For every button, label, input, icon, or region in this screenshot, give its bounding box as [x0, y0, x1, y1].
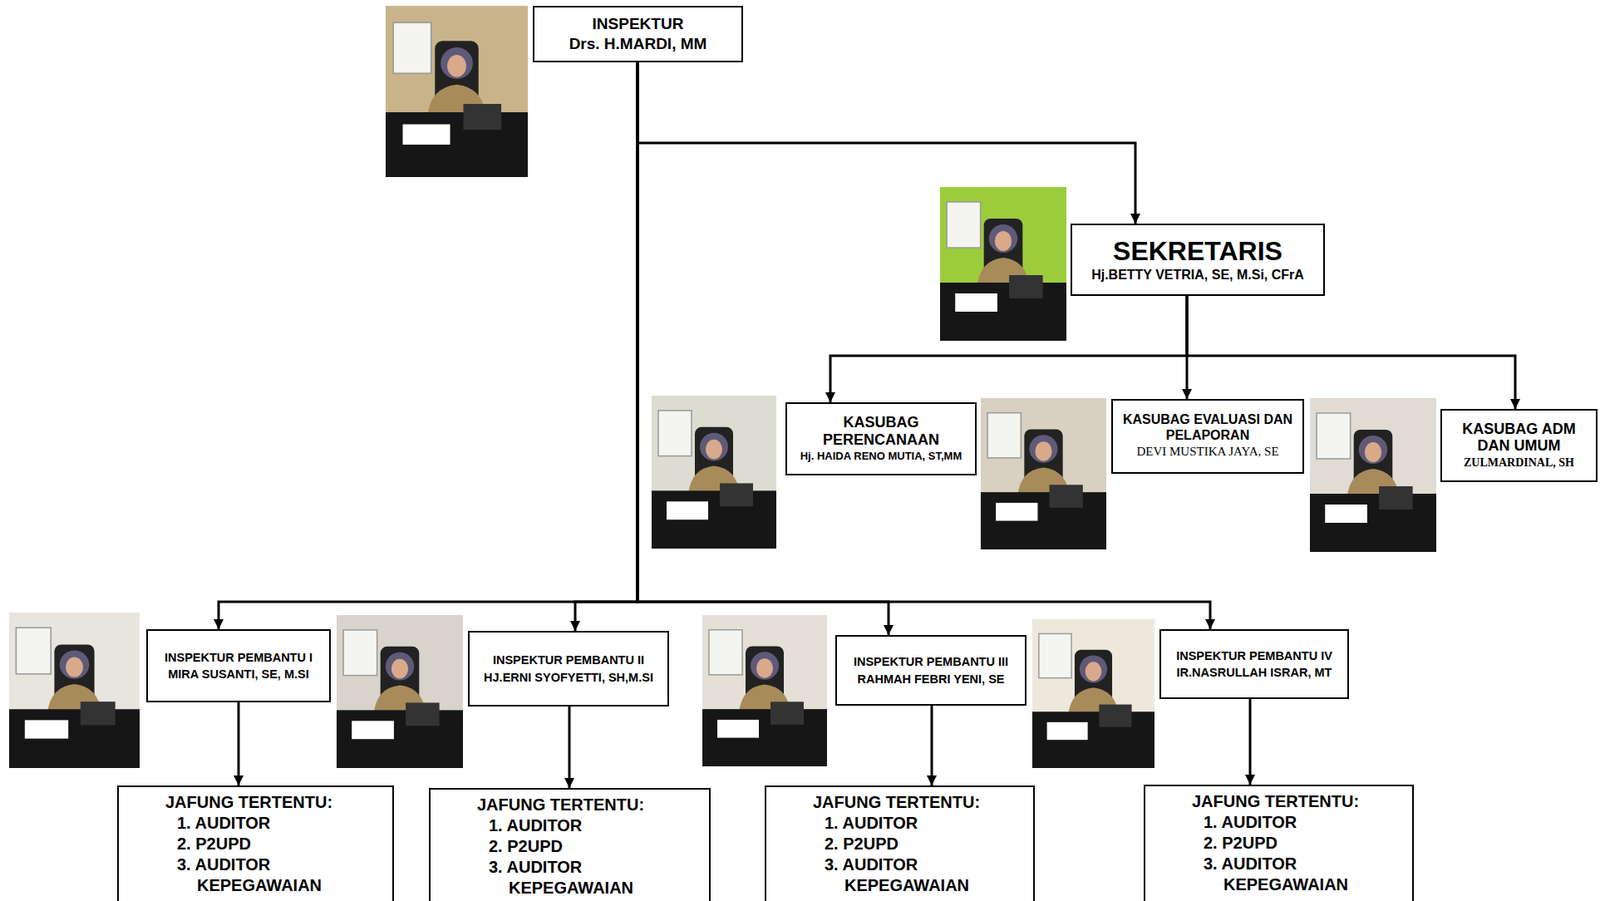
box-heading: INSPEKTUR PEMBANTU III	[841, 653, 1020, 670]
assistant-box: INSPEKTUR PEMBANTU IMIRA SUSANTI, SE, M.…	[146, 629, 331, 703]
photo-scene	[940, 201, 1067, 341]
box-text: 1. AUDITOR	[488, 815, 655, 837]
box-text: RAHMAH FEBRI YENI, SE	[841, 670, 1020, 688]
box-text: DEVI MUSTIKA JAYA, SE	[1117, 443, 1298, 461]
box-text: 3. AUDITOR KEPEGAWAIAN	[1203, 853, 1370, 896]
box-text: 3. AUDITOR KEPEGAWAIAN	[177, 854, 344, 896]
assistant-box: INSPEKTUR PEMBANTU IIHJ.ERNI SYOFYETTI, …	[467, 630, 670, 707]
box-heading: JAFUNG TERTENTU:	[812, 792, 980, 813]
box-heading: KASUBAG EVALUASI DAN PELAPORAN	[1117, 412, 1298, 444]
function-box: JAFUNG TERTENTU:1. AUDITOR2. P2UPD3. AUD…	[428, 787, 711, 901]
org-connector	[237, 702, 241, 786]
subdivision-box: KASUBAG PERENCANAANHj. HAIDA RENO MUTIA,…	[785, 402, 977, 476]
photo-ground	[940, 187, 1067, 341]
photo-ground	[385, 5, 528, 178]
subdivision-box: KASUBAG ADM DAN UMUMZULMARDINAL, SH	[1440, 408, 1598, 483]
box-text: Hj. HAIDA RENO MUTIA, ST,MM	[792, 448, 970, 464]
org-connector	[218, 62, 638, 630]
function-box: JAFUNG TERTENTU:1. AUDITOR2. P2UPD3. AUD…	[117, 785, 394, 901]
box-text: 3. AUDITOR KEPEGAWAIAN	[824, 854, 991, 896]
box-heading: INSPEKTUR PEMBANTU I	[152, 649, 325, 666]
photo-scene	[9, 627, 140, 768]
box-heading: JAFUNG TERTENTU:	[165, 792, 333, 813]
org-connector	[1186, 295, 1516, 409]
box-text: Drs. H.MARDI, MM	[541, 34, 735, 55]
org-connector	[1249, 699, 1252, 785]
org-connector	[575, 62, 638, 631]
staff-photo	[1309, 398, 1437, 552]
staff-photo	[9, 612, 140, 768]
photo-scene	[336, 630, 463, 768]
photo-scene	[702, 630, 828, 767]
box-text: 3. AUDITOR KEPEGAWAIAN	[488, 856, 655, 899]
staff-photo	[1032, 619, 1155, 768]
box-heading: INSPEKTUR	[541, 14, 735, 35]
box-heading: KASUBAG PERENCANAAN	[810, 413, 952, 448]
box-text: 2. P2UPD	[488, 836, 655, 857]
box-text: MIRA SUSANTI, SE, M.SI	[152, 665, 325, 683]
box-heading: INSPEKTUR PEMBANTU II	[474, 651, 663, 669]
photo-ground	[980, 398, 1107, 550]
org-connector	[830, 295, 1187, 403]
box-text: 1. AUDITOR	[177, 812, 344, 834]
box-text: 2. P2UPD	[1203, 832, 1370, 854]
photo-ground	[702, 615, 828, 767]
assistant-box: INSPEKTUR PEMBANTU IIIRAHMAH FEBRI YENI,…	[835, 635, 1027, 706]
subdivision-box: KASUBAG EVALUASI DAN PELAPORANDEVI MUSTI…	[1111, 398, 1305, 474]
photo-scene	[385, 22, 528, 178]
staff-photo	[940, 187, 1067, 341]
box-heading: JAFUNG TERTENTU:	[1191, 791, 1359, 813]
box-heading: KASUBAG ADM DAN UMUM	[1448, 420, 1591, 455]
staff-photo	[702, 615, 828, 767]
photo-ground	[9, 612, 140, 768]
box-text: Hj.BETTY VETRIA, SE, M.Si, CFrA	[1078, 266, 1317, 285]
box-text: 1. AUDITOR	[824, 812, 991, 834]
head-box: INSPEKTURDrs. H.MARDI, MM	[532, 5, 744, 63]
staff-photo	[336, 615, 463, 768]
box-text: 2. P2UPD	[177, 833, 344, 855]
function-box: JAFUNG TERTENTU:1. AUDITOR2. P2UPD3. AUD…	[1143, 784, 1414, 901]
box-text: ZULMARDINAL, SH	[1447, 454, 1591, 472]
photo-scene	[1309, 413, 1437, 552]
photo-scene	[651, 410, 777, 549]
org-connector	[637, 62, 1136, 224]
org-connector	[637, 62, 889, 636]
photo-scene	[1032, 633, 1155, 768]
photo-ground	[336, 615, 463, 768]
secretary-box: SEKRETARISHj.BETTY VETRIA, SE, M.Si, CFr…	[1070, 223, 1325, 296]
org-connector	[930, 705, 934, 786]
staff-photo	[651, 395, 777, 549]
box-text: 2. P2UPD	[824, 833, 991, 855]
function-box: JAFUNG TERTENTU:1. AUDITOR2. P2UPD3. AUD…	[764, 785, 1035, 901]
photo-ground	[1032, 619, 1155, 768]
org-connector	[568, 706, 572, 788]
box-heading: INSPEKTUR PEMBANTU IV	[1166, 647, 1343, 665]
box-heading: JAFUNG TERTENTU:	[477, 794, 645, 816]
box-text: HJ.ERNI SYOFYETTI, SH,M.SI	[474, 669, 663, 686]
staff-photo	[980, 398, 1107, 550]
assistant-box: INSPEKTUR PEMBANTU IVIR.NASRULLAH ISRAR,…	[1159, 629, 1349, 700]
box-heading: SEKRETARIS	[1078, 235, 1317, 267]
photo-ground	[651, 395, 777, 549]
staff-photo	[385, 5, 528, 178]
box-text: IR.NASRULLAH ISRAR, MT	[1166, 664, 1343, 681]
org-connector	[637, 62, 1211, 630]
photo-ground	[1309, 398, 1437, 552]
box-text: 1. AUDITOR	[1203, 812, 1370, 833]
photo-scene	[980, 413, 1107, 550]
